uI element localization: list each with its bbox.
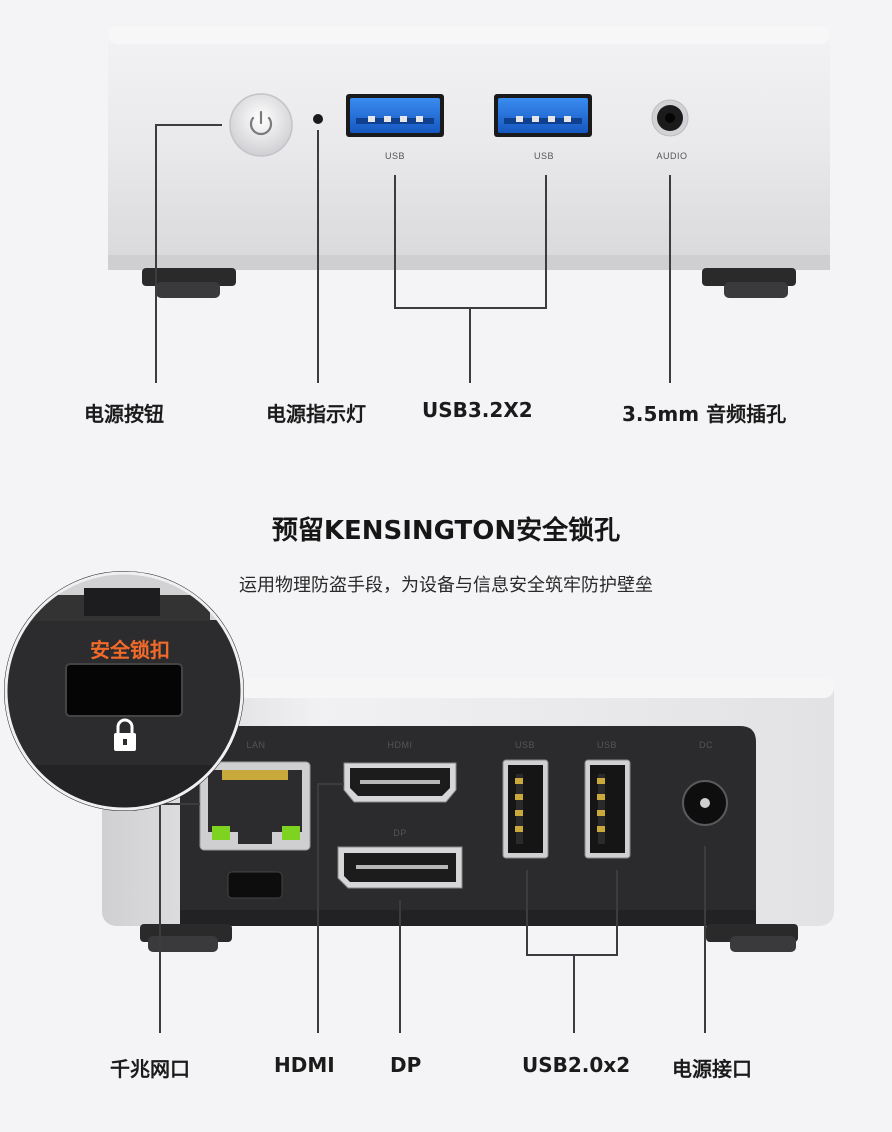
- usb2-port-label-b: USB: [596, 740, 617, 750]
- section-subtitle: 运用物理防盗手段，为设备与信息安全筑牢防护壁垒: [239, 575, 653, 596]
- callout-lan: 千兆网口: [110, 1057, 190, 1081]
- callout-power-indicator: 电源指示灯: [266, 402, 366, 426]
- kensington-slot: [227, 871, 283, 899]
- front-feet: [142, 268, 796, 298]
- callout-dp: DP: [390, 1053, 422, 1077]
- callout-power-button: 电源按钮: [84, 402, 164, 426]
- dp-port-label: DP: [393, 828, 407, 838]
- usb3-port-right: [494, 94, 592, 137]
- audio-port-label: AUDIO: [656, 151, 688, 161]
- usb-port-label-right: USB: [533, 151, 554, 161]
- back-chassis: [102, 678, 834, 926]
- lan-port-label: LAN: [246, 740, 266, 750]
- power-indicator-led: [313, 114, 323, 124]
- callout-usb20: USB2.0x2: [522, 1053, 631, 1077]
- callout-hdmi: HDMI: [274, 1053, 335, 1077]
- callout-dc: 电源接口: [672, 1057, 752, 1081]
- usb2-port-a: [502, 759, 549, 859]
- power-button[interactable]: [229, 93, 293, 157]
- front-callout-lines: [155, 124, 671, 383]
- back-callout-lines: [159, 783, 706, 1033]
- hdmi-port: [343, 762, 457, 803]
- lock-label: 安全锁扣: [90, 638, 170, 662]
- dc-jack: [682, 780, 728, 826]
- lan-port: [199, 761, 311, 851]
- lock-icon: [114, 718, 136, 751]
- usb3-port-left: [346, 94, 444, 137]
- front-chassis: [108, 26, 830, 270]
- audio-jack: [651, 99, 689, 137]
- callout-usb32: USB3.2X2: [422, 398, 533, 422]
- back-feet: [140, 924, 798, 952]
- usb2-port-label-a: USB: [514, 740, 535, 750]
- callout-audio-jack: 3.5mm 音频插孔: [622, 402, 787, 426]
- lock-zoom-circle: [4, 571, 244, 811]
- dc-port-label: DC: [699, 740, 713, 750]
- dp-port: [337, 846, 463, 889]
- usb2-port-b: [584, 759, 631, 859]
- section-title: 预留KENSINGTON安全锁孔: [271, 516, 621, 546]
- usb-port-label-left: USB: [384, 151, 405, 161]
- hdmi-port-label: HDMI: [387, 740, 413, 750]
